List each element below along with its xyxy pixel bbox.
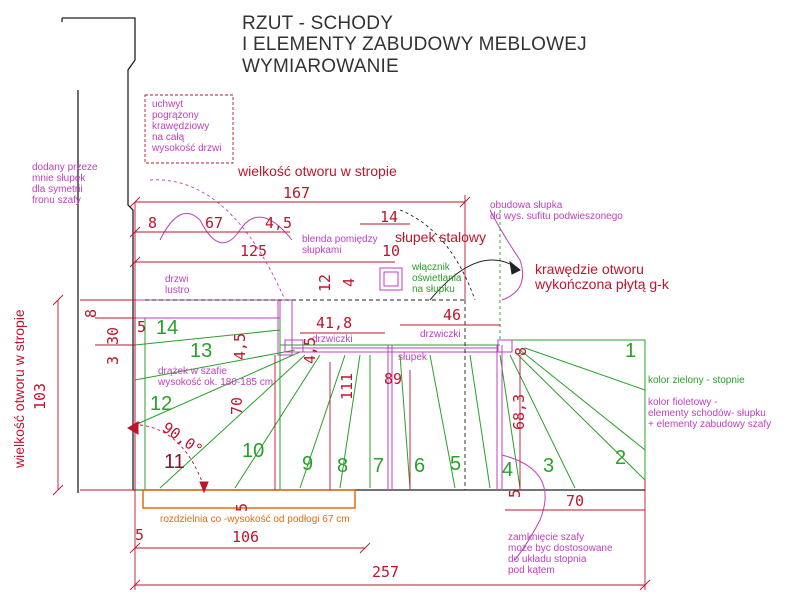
dim-8-vertical: 8 — [82, 308, 100, 318]
note-rozdzielnia: rozdzielnia co -wysokość od podłogi 67 c… — [160, 514, 350, 525]
step-10: 10 — [242, 440, 265, 462]
dim-257: 257 — [372, 563, 400, 581]
dim-5-c: 5 — [506, 488, 524, 498]
dim-3: 3 — [104, 355, 122, 365]
pointer-arrow — [429, 259, 521, 301]
label-slupek-stalowy: słupek stalowy — [395, 229, 487, 245]
dim-46: 46 — [443, 306, 462, 324]
step-5: 5 — [450, 453, 462, 475]
dim-106: 106 — [232, 528, 260, 546]
dim-70-bottom: 70 — [566, 492, 585, 510]
dim-10: 10 — [382, 242, 401, 260]
dim-4-5-low: 4,5 — [301, 336, 319, 364]
dim-8: 8 — [148, 214, 158, 232]
dashed-lines — [132, 94, 501, 491]
dim-70-vertical: 70 — [228, 396, 246, 415]
dim-4: 4 — [340, 277, 358, 287]
note-kolor-zielony: kolor zielony - stopnie — [648, 375, 745, 386]
dim-41-8: 41,8 — [316, 314, 353, 332]
label-otwor-stropie-side: wielkość otworu w stropie — [11, 309, 27, 468]
step-2: 2 — [615, 447, 627, 469]
dim-4-5-top: 4,5 — [265, 214, 293, 232]
dim-67: 67 — [205, 214, 224, 232]
dim-167: 167 — [283, 184, 311, 202]
step-9: 9 — [302, 453, 314, 475]
dim-68-3: 68,3 — [510, 393, 528, 430]
dim-5-a: 5 — [233, 502, 251, 512]
dimension-lines — [52, 195, 651, 591]
dim-5-b: 5 — [135, 526, 145, 544]
note-slupek: słupek — [398, 352, 427, 363]
dim-30: 30 — [104, 326, 122, 345]
dim-125: 125 — [240, 242, 268, 260]
step-8: 8 — [337, 455, 349, 477]
title-line-2: I ELEMENTY ZABUDOWY MEBLOWEJ — [242, 34, 587, 55]
step-11: 11 — [164, 451, 185, 473]
dim-111: 111 — [338, 372, 356, 400]
dim-8-right: 8 — [512, 346, 530, 356]
angle-marker — [127, 421, 209, 494]
title-line-3: WYMIAROWANIE — [242, 56, 399, 77]
label-otwor-stropie: wielkość otworu w stropie — [238, 163, 397, 179]
note-kolor-fioletowy: kolor fioletowy -elementy schodów- słupk… — [648, 397, 772, 430]
note-drzwiczki-left: drzwiczki — [312, 334, 353, 345]
note-drzwiczki-right: drzwiczki — [420, 329, 461, 340]
step-13: 13 — [190, 340, 213, 362]
stairs-green — [134, 299, 646, 491]
dim-4-5-mid: 4,5 — [231, 332, 249, 360]
dim-14: 14 — [380, 208, 399, 226]
dim-12: 12 — [316, 273, 334, 292]
rozdzielnia-box — [142, 489, 356, 509]
step-12: 12 — [150, 393, 173, 415]
step-14: 14 — [156, 317, 179, 339]
title-line-1: RZUT - SCHODY — [242, 13, 394, 34]
dim-5-d: 5 — [137, 318, 147, 336]
dim-103: 103 — [31, 382, 49, 410]
dim-89: 89 — [384, 370, 403, 388]
step-6: 6 — [414, 455, 426, 477]
step-1: 1 — [625, 340, 637, 362]
step-3: 3 — [543, 455, 555, 477]
step-7: 7 — [373, 455, 385, 477]
step-4: 4 — [502, 459, 514, 481]
